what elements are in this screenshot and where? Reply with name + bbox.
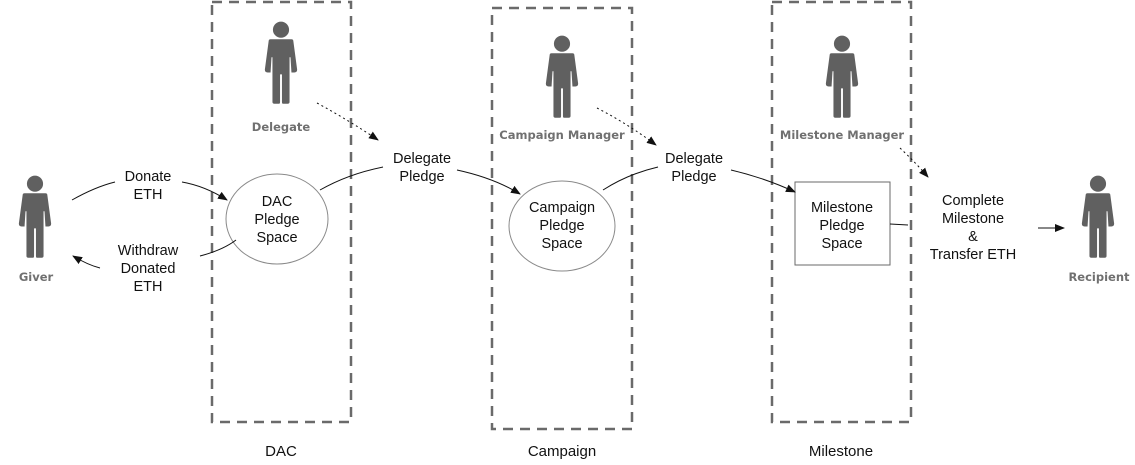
actor-label-giver: Giver [19, 270, 54, 284]
node-line: Pledge [254, 212, 299, 228]
node-line: DAC [262, 194, 293, 210]
actor-recipient: Recipient [1068, 175, 1130, 284]
flow-label-line: Donate [125, 169, 172, 185]
flow-label-line: Pledge [399, 169, 444, 185]
flow-label-line: Pledge [671, 169, 716, 185]
actor-label-campaign-manager: Campaign Manager [499, 128, 625, 142]
flow-label-line: Delegate [393, 151, 451, 167]
person-icon [545, 35, 579, 118]
flow-label-line: Delegate [665, 151, 723, 167]
flow-label-line: & [968, 229, 978, 245]
actor-campaign-manager: Campaign Manager [499, 35, 625, 142]
actor-label-milestone-manager: Milestone Manager [780, 128, 905, 142]
container-dac: DAC [210, 0, 353, 460]
actor-delegate: Delegate [252, 21, 311, 134]
node-campaign-pledge-space: Campaign Pledge Space [508, 180, 616, 272]
flow-label-line: Transfer ETH [930, 247, 1016, 263]
node-line: Campaign [529, 200, 595, 216]
actor-label-delegate: Delegate [252, 120, 311, 134]
person-icon [1081, 175, 1115, 258]
node-dac-pledge-space: DAC Pledge Space [225, 173, 329, 265]
node-line: Milestone [811, 200, 873, 216]
actor-milestone-manager: Milestone Manager [780, 35, 905, 142]
flow-withdraw: Withdraw Donated ETH [72, 239, 237, 295]
flow-complete: Complete Milestone & Transfer ETH [889, 147, 1065, 263]
container-label-dac: DAC [265, 443, 297, 460]
container-label-campaign: Campaign [528, 443, 596, 460]
person-icon [18, 175, 52, 258]
flow-label-line: Donated [121, 261, 176, 277]
flow-delegate-1: Delegate Pledge [316, 102, 521, 195]
person-icon [264, 21, 298, 104]
node-line: Space [821, 236, 862, 252]
container-label-milestone: Milestone [809, 443, 873, 460]
flow-donate: Donate ETH [71, 169, 228, 203]
flow-delegate-2: Delegate Pledge [596, 107, 796, 193]
container-campaign: Campaign [490, 6, 634, 460]
flow-label-line: Complete [942, 193, 1004, 209]
person-icon [825, 35, 859, 118]
actor-giver: Giver [18, 175, 54, 284]
flow-label-line: ETH [134, 279, 163, 295]
flow-label-line: Withdraw [118, 243, 179, 259]
actor-label-recipient: Recipient [1068, 270, 1130, 284]
node-line: Space [541, 236, 582, 252]
flow-label-line: Milestone [942, 211, 1004, 227]
node-line: Pledge [539, 218, 584, 234]
node-line: Space [256, 230, 297, 246]
container-milestone: Milestone [770, 0, 913, 460]
flow-label-line: ETH [134, 187, 163, 203]
node-line: Pledge [819, 218, 864, 234]
node-milestone-pledge-space: Milestone Pledge Space [794, 181, 891, 266]
